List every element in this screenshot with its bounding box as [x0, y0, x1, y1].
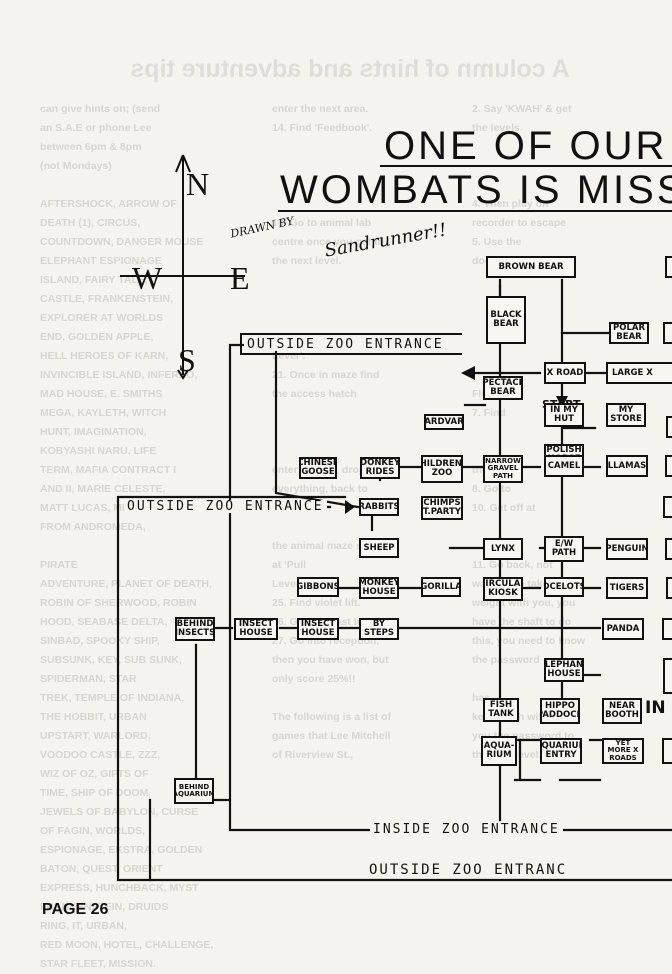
location-behind-insects: BEHIND INSECTS [175, 617, 215, 641]
compass-west-label: W [132, 260, 163, 296]
title-underline-2 [278, 210, 672, 212]
inside-zoo-entrance: INSIDE ZOO ENTRANCE [370, 823, 563, 836]
location-tigers: TIGERS [606, 577, 648, 599]
page-number: PAGE 26 [42, 901, 109, 918]
outer-frame-line [116, 495, 672, 882]
location-ocelots: OCELOTS [544, 577, 584, 597]
location-fish-tank: FISH TANK [483, 698, 519, 722]
location-penguin: PENGUIN [606, 538, 648, 560]
location-elephant-house: ELEPHANT HOUSE [544, 658, 584, 682]
location-x-road: X ROAD [544, 362, 586, 384]
location-monkey-house: MONKEY HOUSE [359, 577, 399, 599]
location-lynx: LYNX [483, 538, 523, 560]
location-yet-more-x-roads: YET MORE X ROADS [602, 738, 644, 764]
location-right-edge-i [663, 658, 672, 694]
arrow-outside-mid [345, 500, 355, 514]
outside-top-frame [240, 333, 462, 355]
location-aquarium-entry: AQUARIUM ENTRY [540, 738, 582, 764]
title-line-1: ONE OF OUR [384, 124, 668, 168]
location-childrens-zoo: CHILDREN'S ZOO [421, 455, 463, 483]
location-gibbons: GIBBONS [297, 577, 339, 597]
location-black-bear: BLACK BEAR [486, 296, 526, 344]
location-gorilla: GORILLA [421, 577, 461, 597]
location-spectacle-bear: SPECTACLE BEAR [483, 376, 523, 400]
location-circular-kiosk: CIRCULAR KIOSK [483, 577, 523, 601]
location-right-edge-f [665, 538, 672, 560]
compass-rose [120, 154, 245, 380]
compass-east-label: E [230, 260, 250, 296]
location-right-edge-d [665, 455, 672, 477]
location-large-x: LARGE X [606, 362, 672, 384]
outside-zoo-entrance-mid: OUTSIDE ZOO ENTRANCE [124, 500, 327, 513]
outside-mid-loop-line [274, 340, 360, 509]
location-insect-house-1: INSECT HOUSE [234, 618, 278, 640]
location-aardvark: AARDVARK [424, 414, 464, 430]
location-aquarium: AQUA-RIUM [481, 736, 517, 766]
location-chimps-t-party: CHIMPS T.PARTY [421, 496, 463, 520]
location-camel: CAMEL [544, 455, 584, 477]
title-underline-1 [380, 165, 672, 167]
arrow-start [556, 396, 568, 408]
location-right-edge-a [665, 256, 672, 278]
bleed-through-column-3: 2. Say 'KWAH' & get the levels. 4. Then … [472, 103, 586, 761]
location-near-booth: NEAR BOOTH [602, 698, 642, 724]
location-chinese-goose: CHINESE GOOSE [299, 457, 337, 479]
location-sheep: SHEEP [359, 538, 399, 558]
location-behind-aquarium: BEHIND AQUARIUM [174, 778, 214, 804]
location-right-edge-b [663, 322, 672, 344]
compass-south-label: S [178, 342, 196, 378]
in-fragment-label: IN [645, 698, 666, 718]
location-right-edge-j [662, 738, 672, 764]
location-e-w-path: E/W PATH [544, 536, 584, 562]
bleed-through-column-1: can give hints on; (send an S.A.E or pho… [40, 103, 214, 970]
title-line-2: WOMBATS IS MISS [280, 168, 672, 212]
location-donkey-rides: DONKEY RIDES [360, 457, 400, 479]
location-right-edge-h [662, 618, 672, 640]
location-narrow-gravel-path: NARROW GRAVEL PATH [483, 455, 523, 483]
outside-zoo-entrance-bottom: OUTSIDE ZOO ENTRANC [366, 863, 571, 877]
location-my-store: MY STORE [606, 403, 646, 427]
location-right-edge-e [663, 496, 672, 518]
arrow-outside-top [461, 366, 475, 380]
compass-north-label: N [186, 166, 210, 202]
location-rabbits: RABBITS [359, 498, 399, 516]
location-llamas: LLAMAS [606, 455, 648, 477]
location-by-steps: BY STEPS [359, 618, 399, 640]
location-right-edge-c [666, 416, 672, 438]
location-in-my-hut: IN MY HUT [544, 403, 584, 427]
location-insect-house-2: INSECT HOUSE [297, 618, 339, 640]
location-brown-bear: BROWN BEAR [486, 256, 576, 278]
location-right-edge-g [666, 577, 672, 599]
location-polar-bear: POLAR BEAR [609, 322, 649, 344]
location-panda: PANDA [602, 618, 644, 640]
outside-zoo-entrance-top: OUTSIDE ZOO ENTRANCE [244, 338, 447, 351]
location-hippo-paddock: HIPPO PADDOCK [540, 698, 580, 724]
